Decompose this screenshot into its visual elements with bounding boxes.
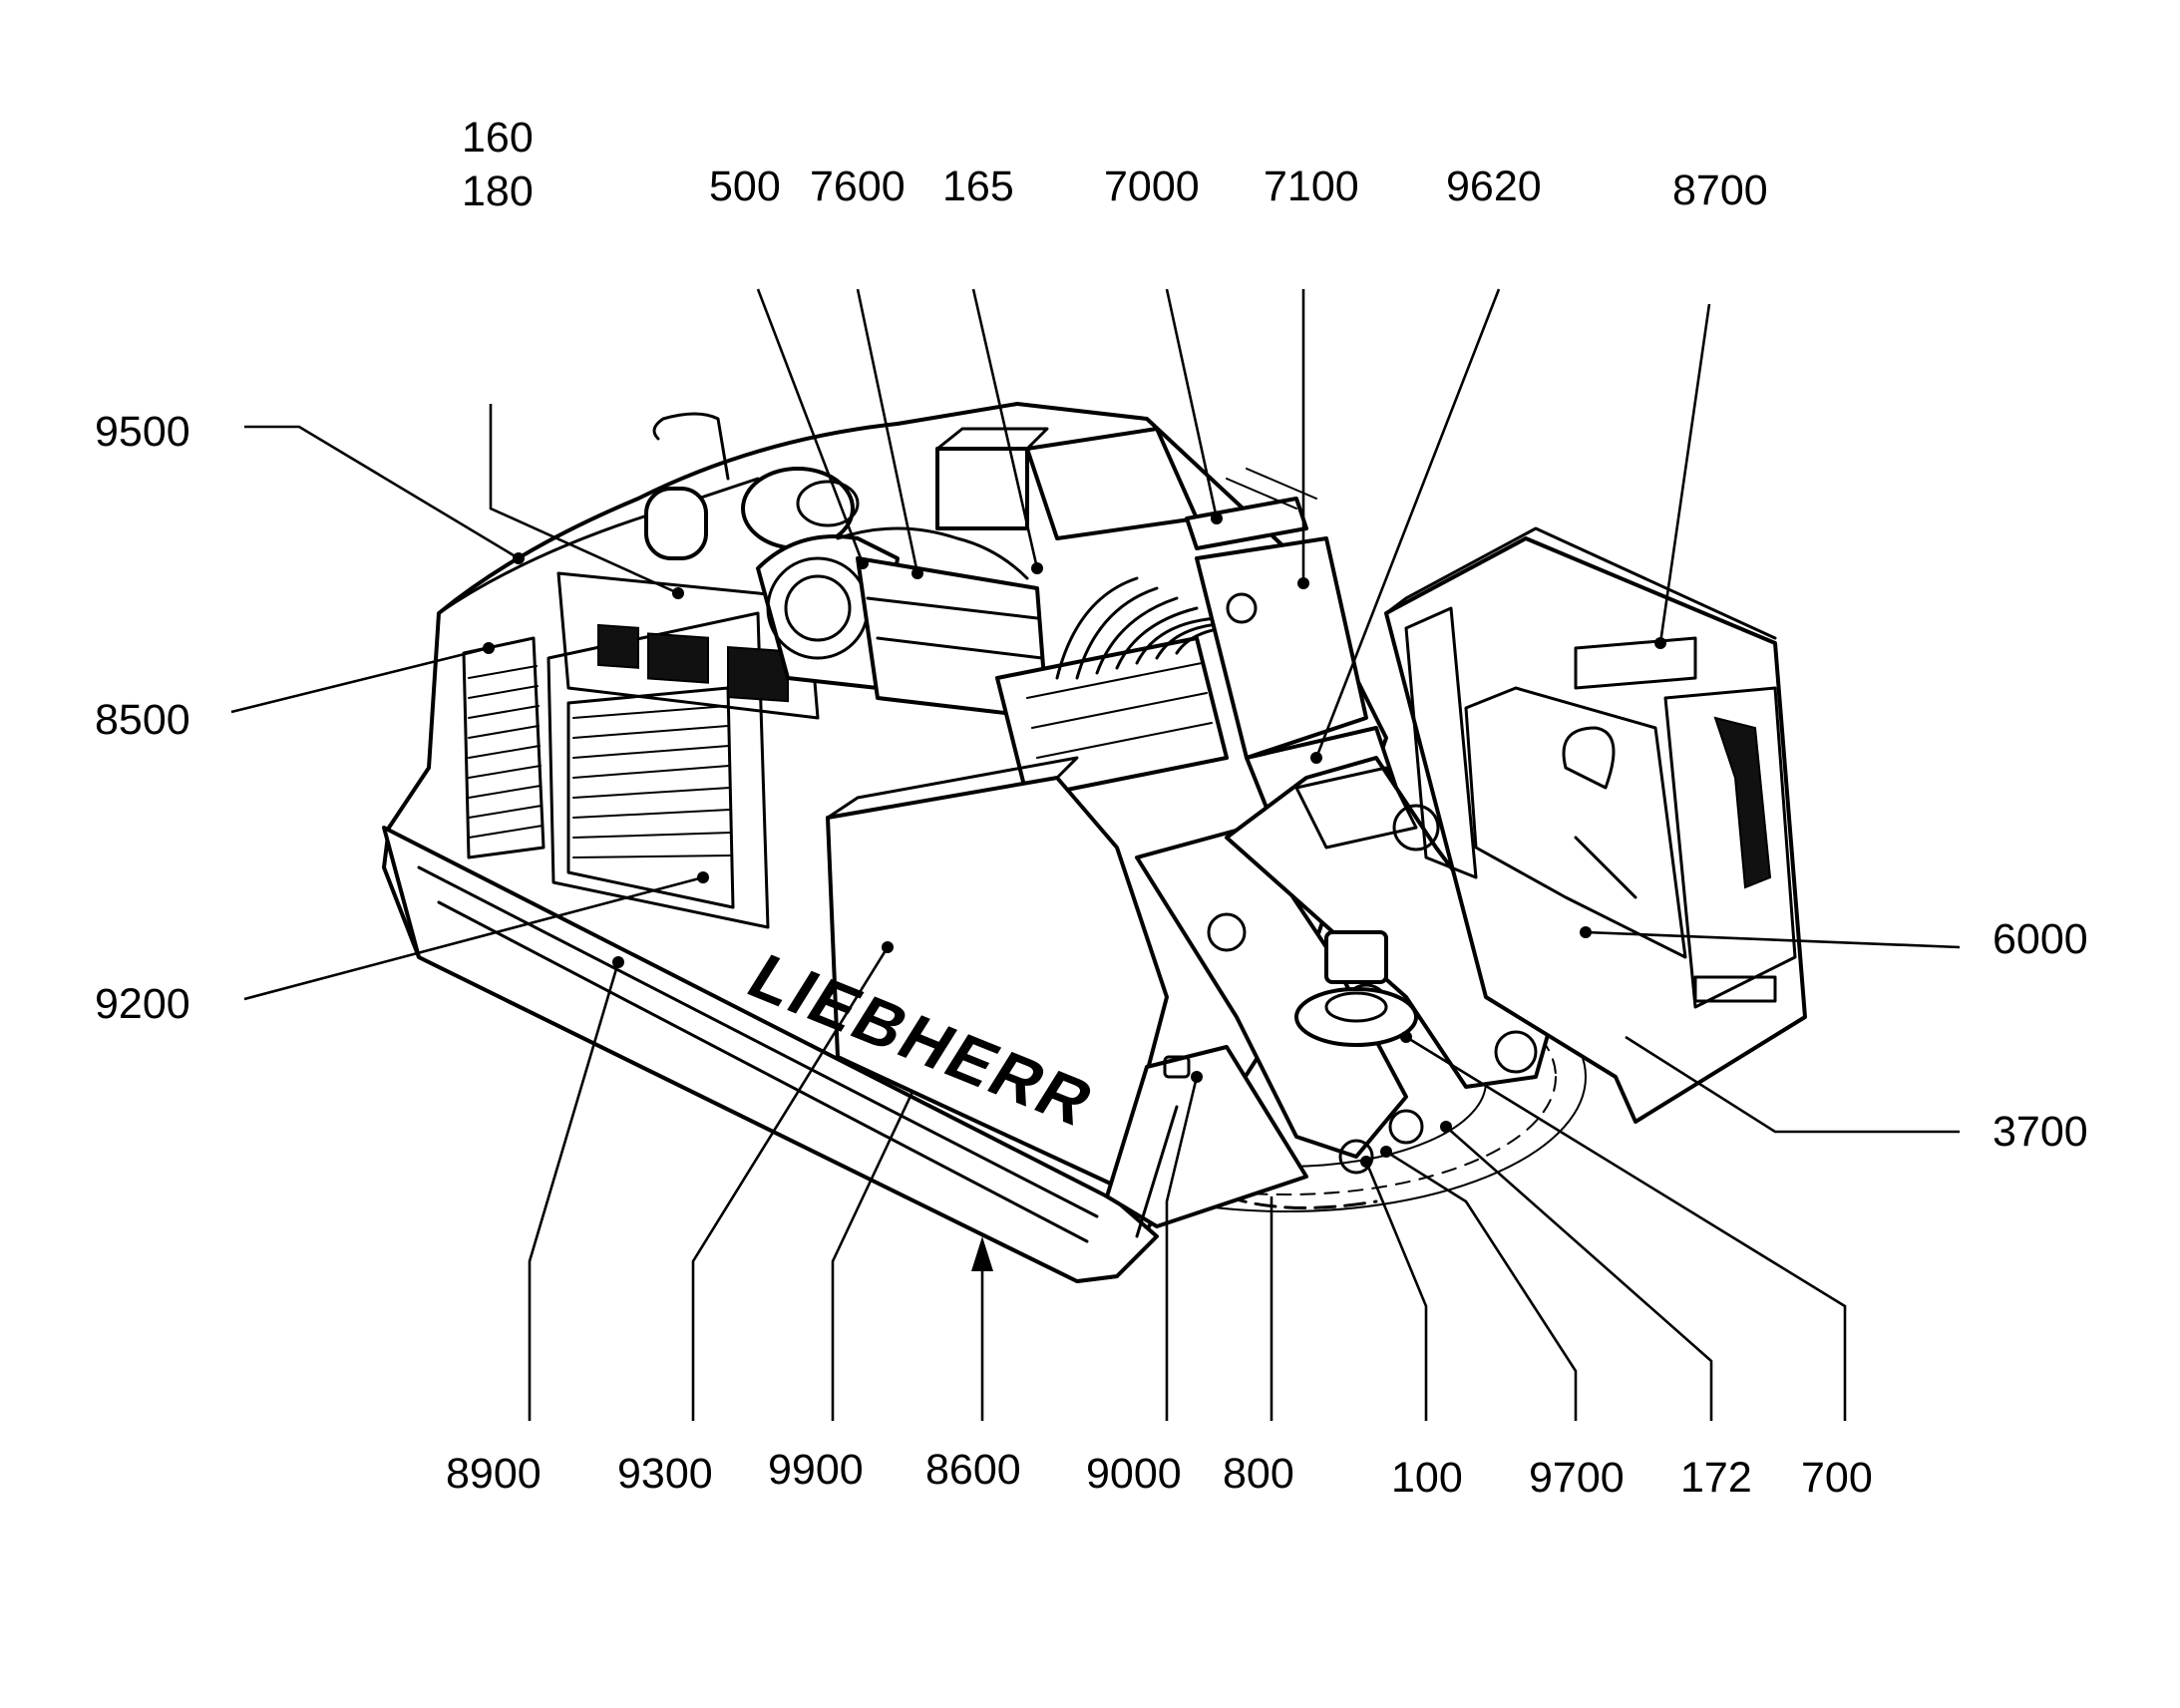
callout-8600: 8600 <box>925 1446 1021 1494</box>
engine <box>644 412 1199 720</box>
callout-172: 172 <box>1680 1454 1752 1502</box>
callout-9000: 9000 <box>1086 1450 1182 1498</box>
callout-100: 100 <box>1391 1454 1463 1502</box>
callout-6000: 6000 <box>1993 915 2088 963</box>
callout-8700: 8700 <box>1672 167 1768 214</box>
callout-9620: 9620 <box>1446 163 1542 210</box>
callout-700: 700 <box>1801 1454 1873 1502</box>
swivel-joint <box>1294 930 1418 1047</box>
front-bracket <box>1105 1045 1308 1238</box>
callout-8900: 8900 <box>446 1450 542 1498</box>
callout-8500: 8500 <box>95 696 190 744</box>
callout-9500: 9500 <box>95 408 190 456</box>
machine-drawing: LIEBHERR <box>382 402 1807 1283</box>
callout-9700: 9700 <box>1529 1454 1625 1502</box>
control-valve-block <box>995 576 1259 800</box>
callout-180: 180 <box>462 168 534 215</box>
callout-3700: 3700 <box>1993 1108 2088 1156</box>
side-grille <box>462 636 545 859</box>
callout-9900: 9900 <box>768 1446 864 1494</box>
callout-500: 500 <box>709 163 781 210</box>
callout-9200: 9200 <box>95 980 190 1028</box>
top-grilles <box>556 571 820 720</box>
callout-7000: 7000 <box>1104 163 1200 210</box>
operator-cab <box>1384 526 1807 1124</box>
callout-160: 160 <box>462 114 534 162</box>
radiator-door <box>546 611 770 929</box>
callout-7600: 7600 <box>810 163 906 210</box>
callout-labels: 160 180 500 7600 165 7000 7100 9620 8700… <box>95 114 2088 1502</box>
leader-lines <box>230 288 1961 1421</box>
arrow-8600 <box>971 1236 993 1271</box>
callout-9300: 9300 <box>617 1450 713 1498</box>
callout-165: 165 <box>942 163 1014 210</box>
hydraulic-tank <box>1185 468 1368 760</box>
callout-7100: 7100 <box>1264 163 1359 210</box>
callout-800: 800 <box>1223 1450 1294 1498</box>
